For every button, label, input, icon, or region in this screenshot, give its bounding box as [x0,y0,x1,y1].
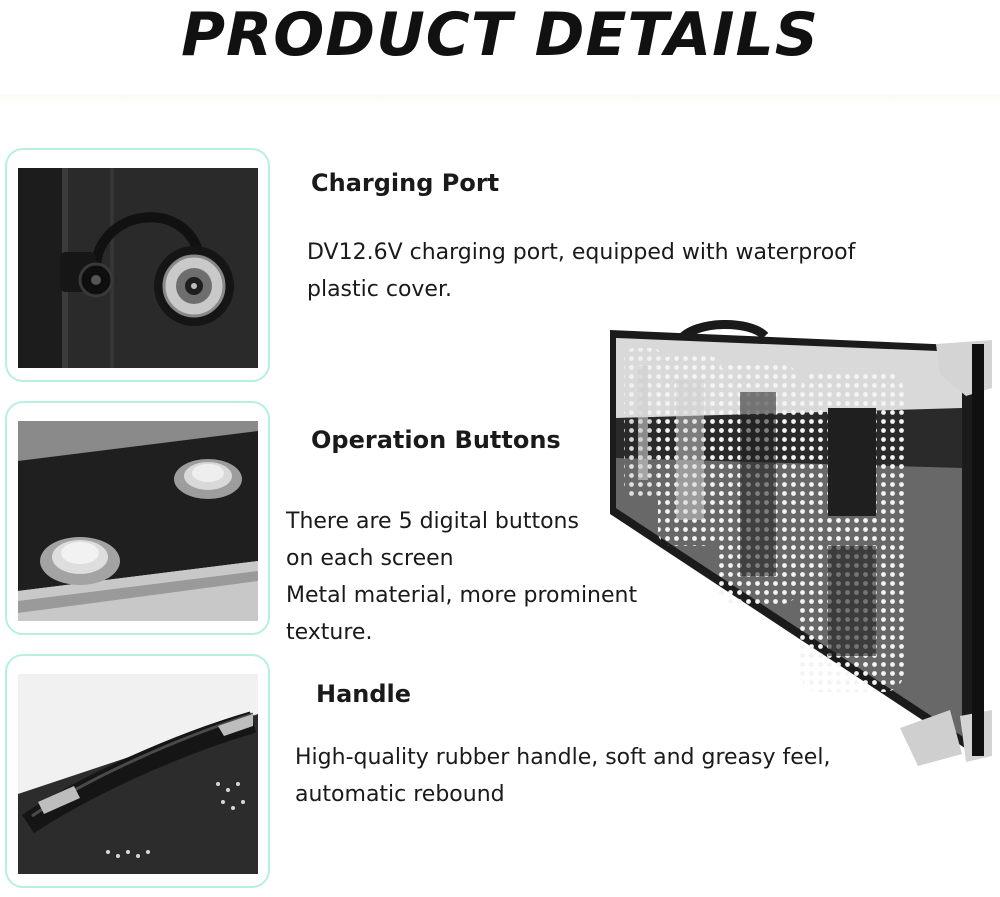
description-line: on each screen [286,546,454,571]
digit-shapes [624,348,904,692]
description-line: High-quality rubber handle, soft and gre… [295,745,831,770]
description-line: Metal material, more prominent [286,583,638,608]
charging-port-photo [18,168,258,368]
description-line: DV12.6V charging port, equipped with wat… [307,240,856,265]
operation-buttons-frame [5,401,270,635]
charging-port-frame [5,148,270,382]
page-title: PRODUCT DETAILS [181,0,819,70]
handle-description: High-quality rubber handle, soft and gre… [295,739,830,813]
header-divider [0,94,1000,106]
charging-port-heading: Charging Port [311,169,500,197]
operation-buttons-description: There are 5 digital buttons on each scre… [286,503,637,651]
charging-port-description: DV12.6V charging port, equipped with wat… [307,234,855,308]
led-scoreboard-image [600,318,1000,778]
description-line: texture. [286,620,373,645]
operation-buttons-photo [18,421,258,621]
operation-buttons-heading: Operation Buttons [311,426,561,454]
handle-frame [5,654,270,888]
description-line: plastic cover. [307,277,452,302]
handle-heading: Handle [316,680,412,708]
description-line: automatic rebound [295,782,505,807]
description-line: There are 5 digital buttons [286,509,579,534]
handle-photo [18,674,258,874]
